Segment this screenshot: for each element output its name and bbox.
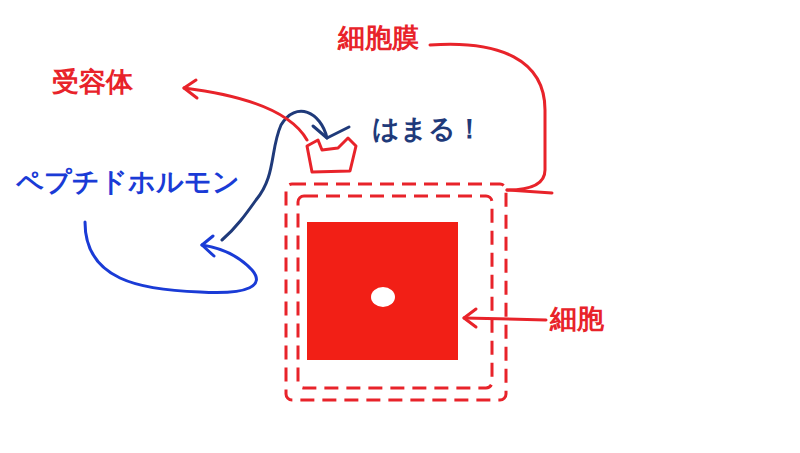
label-text: ペプチドホルモン bbox=[16, 166, 240, 198]
label-text: はまる！ bbox=[372, 113, 483, 145]
label-text: 細胞膜 bbox=[338, 22, 419, 54]
hormone-arrow bbox=[85, 222, 256, 293]
receptor bbox=[307, 138, 356, 172]
peptide-hormone bbox=[222, 111, 349, 240]
nucleus bbox=[371, 287, 395, 307]
cell-body bbox=[307, 222, 458, 360]
label-text: 受容体 bbox=[52, 66, 133, 98]
cell-membrane bbox=[286, 184, 506, 400]
label-text: 細胞 bbox=[550, 303, 604, 335]
